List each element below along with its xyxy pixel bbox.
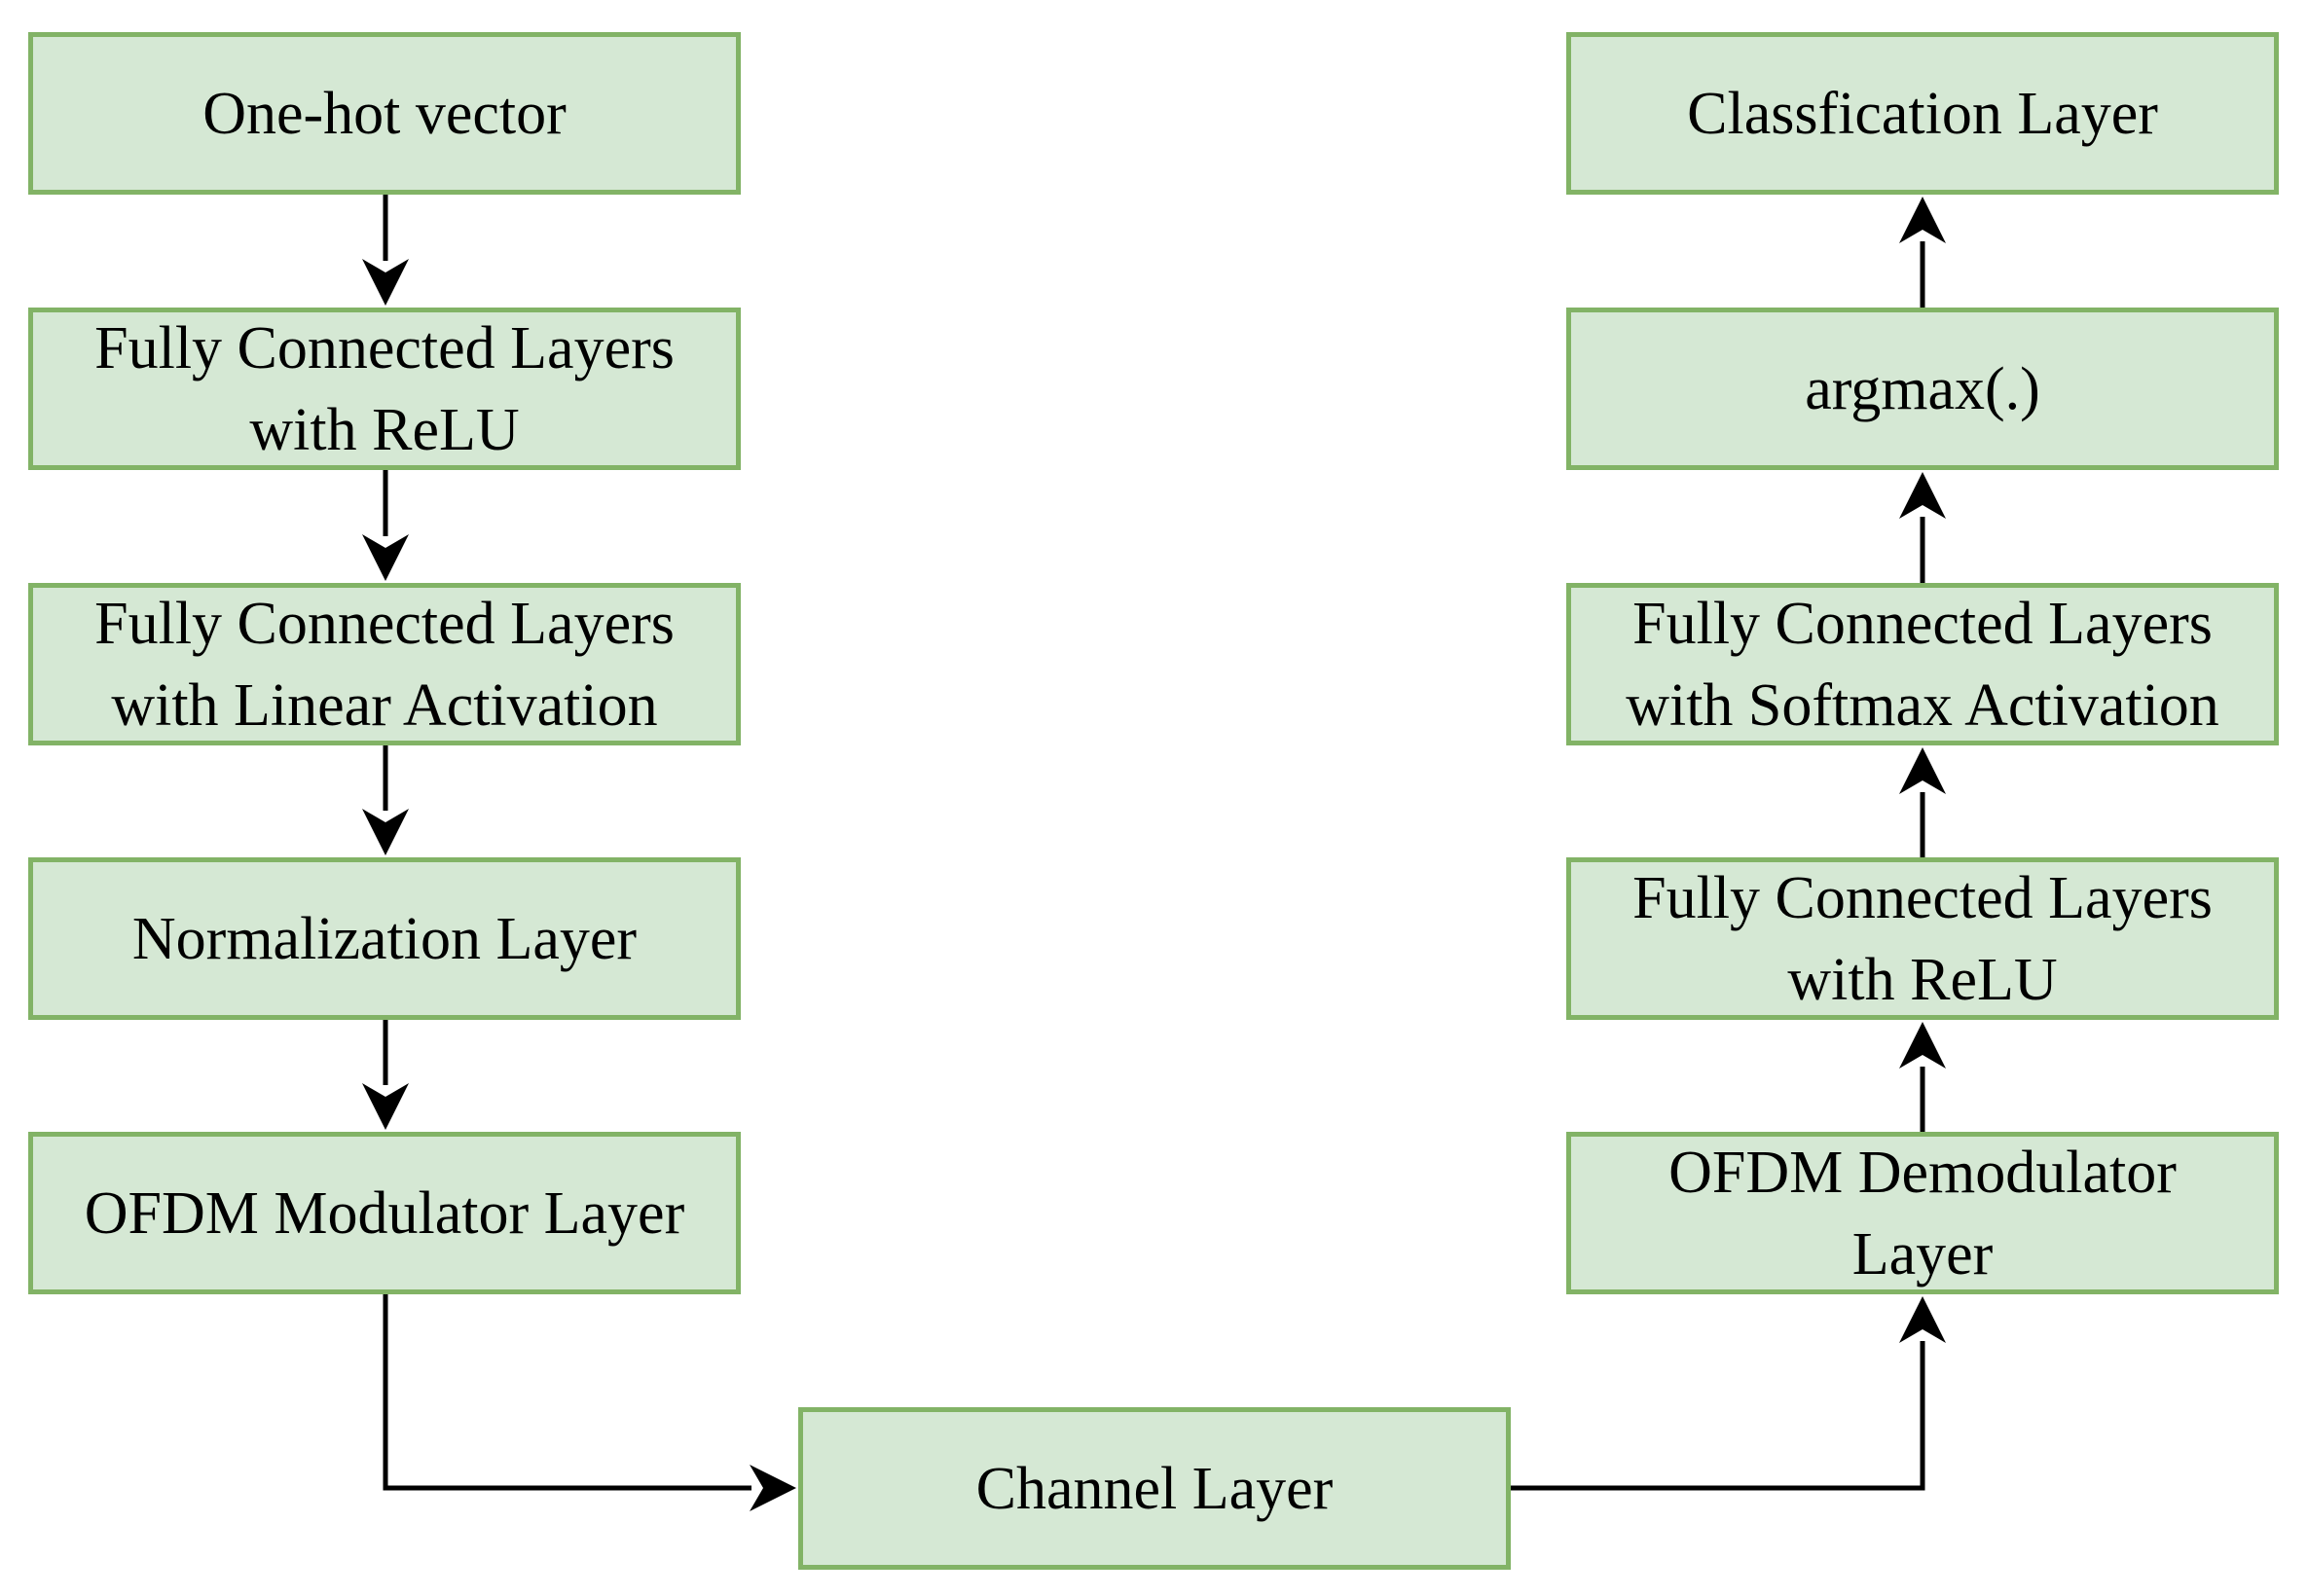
arrow-channel-to-ofdm-demod: [1511, 1341, 1925, 1491]
fc-softmax-label: Fully Connected Layers with Softmax Acti…: [1626, 590, 2219, 739]
normalization-label: Normalization Layer: [131, 905, 638, 972]
arrowhead-channel-to-ofdm-demod: [1899, 1296, 1946, 1343]
arrowhead-onehot-to-fc-relu: [362, 259, 409, 306]
arrow-ofdm-mod-to-channel: [383, 1294, 751, 1491]
rx-fc-relu-label: Fully Connected Layers with ReLU: [1632, 864, 2213, 1013]
channel-node: Channel Layer: [798, 1407, 1511, 1570]
arrowhead-argmax-to-classification: [1899, 197, 1946, 243]
arrowhead-fc-softmax-to-argmax: [1899, 472, 1946, 519]
tx-fc-relu-label: Fully Connected Layers with ReLU: [94, 314, 675, 463]
one-hot-vector-label: One-hot vector: [202, 80, 567, 147]
classification-label: Classfication Layer: [1687, 80, 2158, 147]
fc-linear-node: Fully Connected Layers with Linear Activ…: [28, 583, 741, 745]
normalization-node: Normalization Layer: [28, 857, 741, 1020]
arrowhead-fc-linear-to-normalization: [362, 809, 409, 855]
tx-fc-relu-node: Fully Connected Layers with ReLU: [28, 308, 741, 470]
fc-softmax-node: Fully Connected Layers with Softmax Acti…: [1566, 583, 2279, 745]
arrowhead-ofdm-mod-to-channel: [750, 1465, 796, 1511]
fc-linear-label: Fully Connected Layers with Linear Activ…: [94, 590, 675, 739]
argmax-node: argmax(.): [1566, 308, 2279, 470]
arrowhead-ofdm-demod-to-fc-relu: [1899, 1022, 1946, 1069]
classification-node: Classfication Layer: [1566, 32, 2279, 195]
ofdm-modulator-label: OFDM Modulator Layer: [84, 1179, 685, 1247]
argmax-label: argmax(.): [1805, 355, 2040, 422]
arrowhead-fc-relu-to-fc-softmax: [1899, 747, 1946, 794]
arrowhead-fc-relu-to-fc-linear: [362, 534, 409, 581]
one-hot-vector-node: One-hot vector: [28, 32, 741, 195]
channel-label: Channel Layer: [975, 1455, 1334, 1522]
ofdm-demodulator-label: OFDM Demodulator Layer: [1668, 1139, 2177, 1288]
ofdm-demodulator-node: OFDM Demodulator Layer: [1566, 1132, 2279, 1294]
arrowhead-normalization-to-ofdm-mod: [362, 1083, 409, 1130]
rx-fc-relu-node: Fully Connected Layers with ReLU: [1566, 857, 2279, 1020]
ofdm-modulator-node: OFDM Modulator Layer: [28, 1132, 741, 1294]
